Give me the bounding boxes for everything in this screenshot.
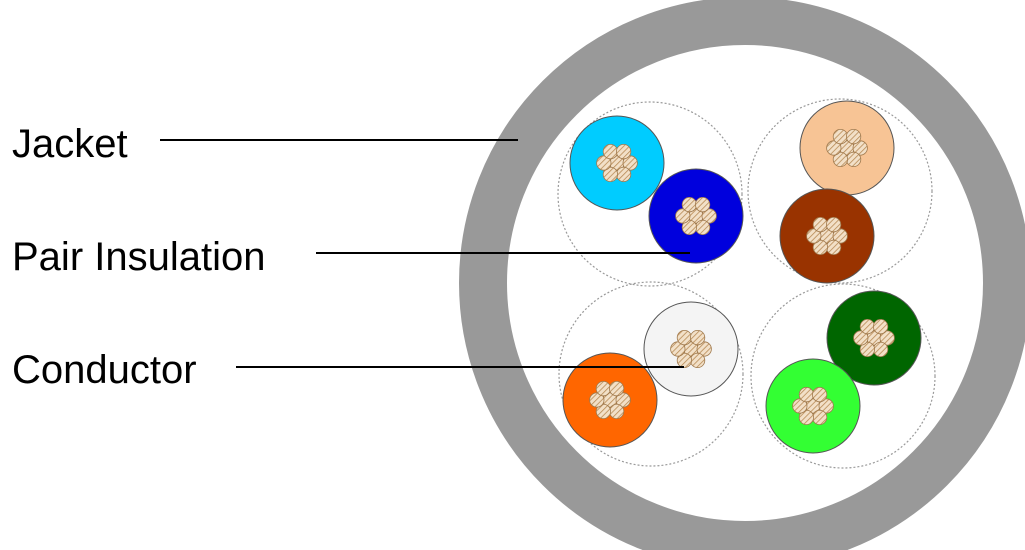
conductor-strand	[589, 392, 605, 408]
conductor-strand	[696, 341, 712, 357]
conductor-strand	[832, 128, 849, 145]
conductor-bundle	[826, 128, 868, 168]
conductor-strand	[608, 403, 625, 420]
conductor-strand	[872, 318, 889, 335]
label-conductor: Conductor	[12, 348, 197, 392]
label-jacket: Jacket	[12, 122, 128, 166]
conductor-strand	[622, 155, 638, 171]
pair-boundary-4	[750, 283, 936, 469]
conductor-strand	[845, 151, 862, 168]
conductor-strand	[681, 196, 698, 213]
pair-boundary-3	[558, 281, 744, 467]
conductor-bundle	[589, 380, 631, 420]
conductor-bundle	[675, 196, 717, 236]
conductor-strand	[832, 228, 848, 244]
conductor-strand	[832, 151, 849, 168]
conductor-strand	[701, 208, 717, 224]
conductor-bundle	[670, 329, 712, 369]
conductor-strands	[589, 128, 895, 426]
conductor-strand	[853, 330, 869, 346]
conductor-bundle	[596, 143, 638, 183]
conductor-strand	[845, 128, 862, 145]
conductor-strand	[694, 196, 711, 213]
conductor-strand	[689, 329, 706, 346]
conductor-strand	[615, 166, 632, 183]
conductor-bundle	[853, 318, 895, 358]
conductor-strand	[852, 140, 868, 156]
conductor-strand	[826, 140, 842, 156]
label-conductor-group: Conductor	[12, 348, 684, 392]
conductor-strand	[811, 386, 828, 403]
conductor-strand	[670, 341, 686, 357]
conductor-strand	[792, 398, 808, 414]
conductor-strand	[602, 143, 619, 160]
conductor-strand	[615, 392, 631, 408]
conductor-strand	[825, 239, 842, 256]
conductor-strand	[859, 318, 876, 335]
conductor-strand	[859, 341, 876, 358]
conductor-strand	[818, 398, 834, 414]
conductor-strand	[615, 143, 632, 160]
label-pair-insulation-group: Pair Insulation	[12, 235, 690, 279]
conductor-strand	[596, 155, 612, 171]
conductor-strand	[812, 216, 829, 233]
conductor-strand	[811, 409, 828, 426]
conductor-strand	[879, 330, 895, 346]
pair-boundary-2	[747, 98, 933, 284]
conductor-strand	[806, 228, 822, 244]
pair-boundary-1	[557, 101, 743, 287]
pair-boundaries	[557, 98, 936, 469]
conductor-bundle	[792, 386, 834, 426]
conductor-strand	[798, 386, 815, 403]
conductor-strand	[595, 403, 612, 420]
conductor-bundle	[806, 216, 848, 256]
conductor-strand	[675, 208, 691, 224]
label-jacket-group: Jacket	[12, 122, 518, 166]
conductor-strand	[798, 409, 815, 426]
conductor-strand	[689, 352, 706, 369]
conductor-strand	[825, 216, 842, 233]
conductor-strand	[812, 239, 829, 256]
conductor-strand	[676, 352, 693, 369]
conductor-strand	[608, 380, 625, 397]
conductor-strand	[694, 219, 711, 236]
jacket-ring	[459, 0, 1025, 550]
conductor-strand	[872, 341, 889, 358]
conductor-strand	[676, 329, 693, 346]
conductor-strand	[681, 219, 698, 236]
conductor-strand	[595, 380, 612, 397]
conductor-strand	[602, 166, 619, 183]
label-pair-insulation: Pair Insulation	[12, 235, 265, 279]
